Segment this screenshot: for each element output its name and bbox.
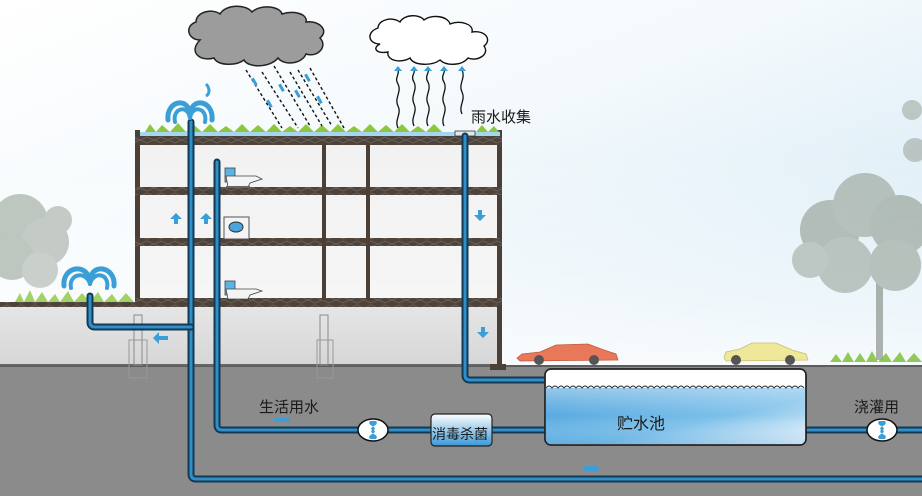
domestic-water-label: 生活用水 — [259, 398, 320, 416]
car-icon — [516, 343, 619, 365]
tree-icon — [0, 194, 72, 288]
evaporation-cloud-icon — [369, 15, 489, 65]
flow-arrow-icon — [153, 210, 599, 471]
toilet-icon — [224, 167, 264, 188]
toilet-icon — [224, 280, 264, 300]
basement — [0, 305, 500, 366]
grass — [830, 351, 922, 362]
evaporation-lines — [395, 69, 464, 129]
rainwater-collection-label: 雨水收集 — [471, 108, 532, 126]
disinfection-label: 消毒杀菌 — [432, 427, 488, 443]
fountain-icon — [165, 100, 215, 124]
pump-icon — [357, 418, 389, 442]
car-icon — [723, 342, 809, 365]
tree-icon — [792, 100, 922, 360]
storage-tank — [544, 368, 807, 446]
irrigation-water-label: 浇灌用 — [854, 398, 900, 416]
building — [128, 130, 506, 379]
rain-cloud-icon — [188, 5, 325, 67]
pipe-network — [86, 118, 922, 483]
grass — [15, 290, 134, 302]
washing-machine-icon — [223, 216, 250, 240]
roof-grass — [145, 123, 499, 132]
fountain-icon — [61, 266, 117, 290]
pump-icon — [866, 418, 898, 442]
disinfection-unit — [430, 413, 493, 447]
storage-tank-label: 贮水池 — [617, 414, 666, 433]
